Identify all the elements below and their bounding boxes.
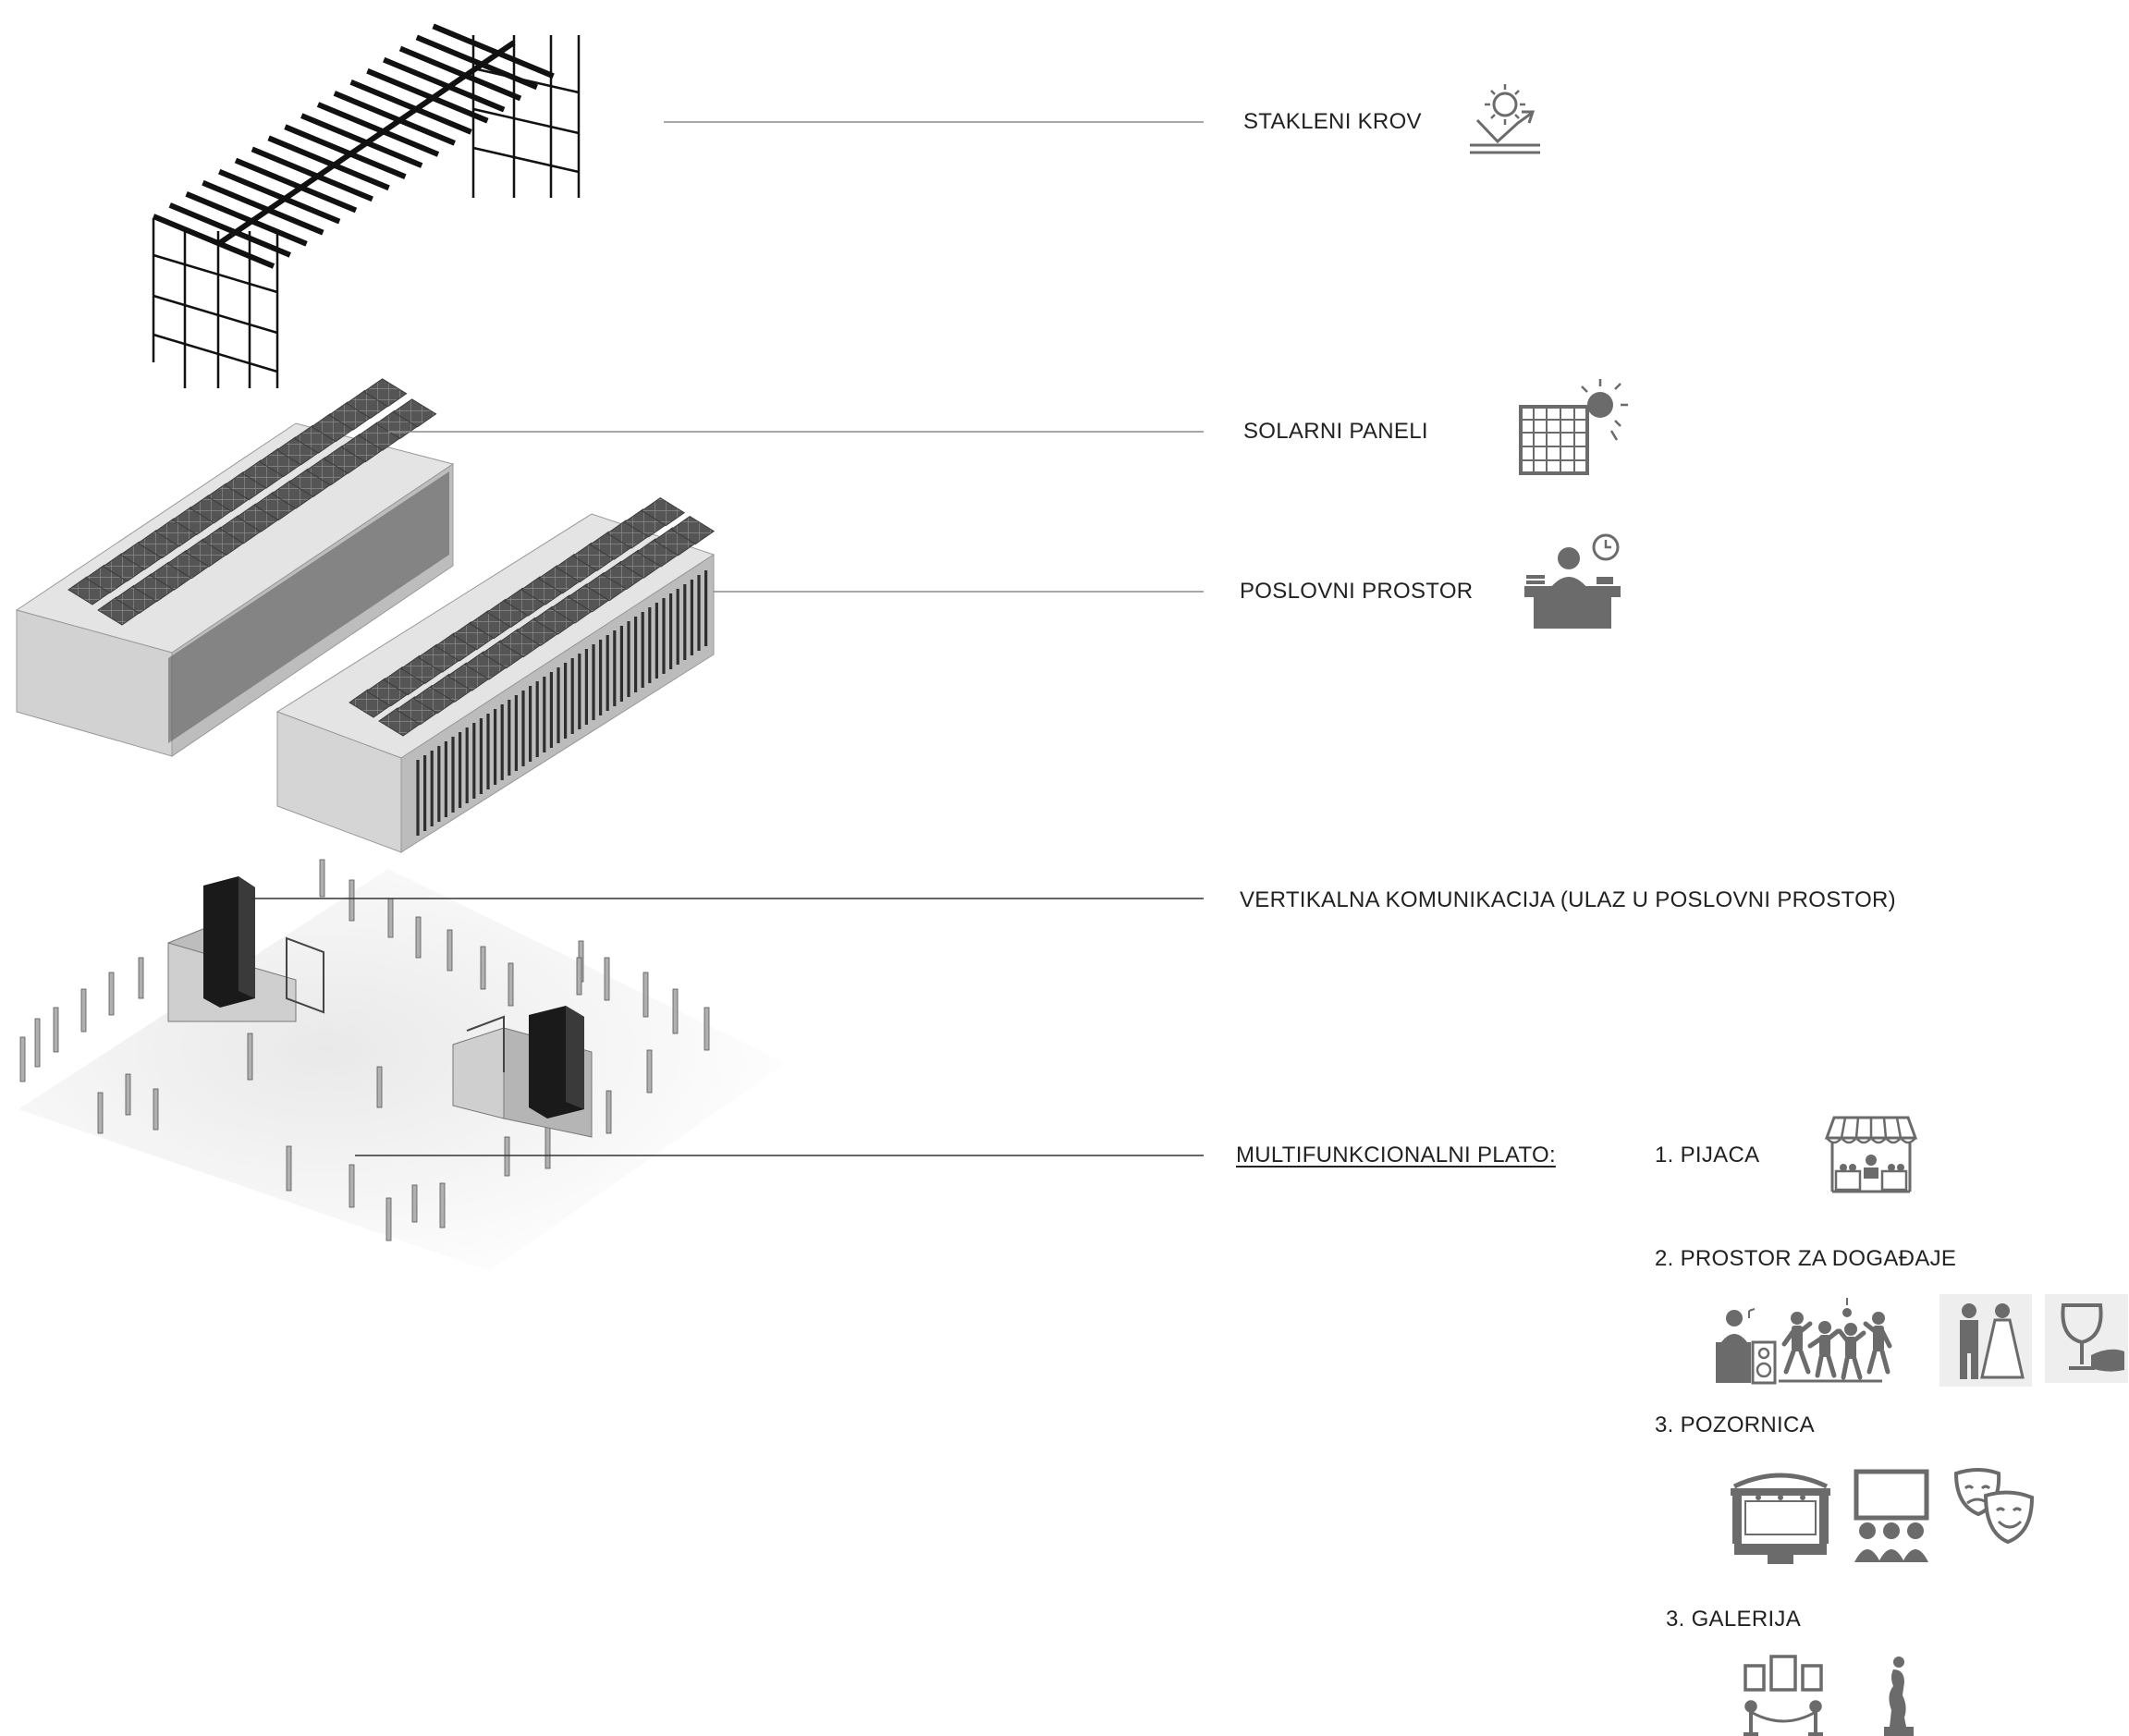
function-label-pijaca: 1. PIJACA bbox=[1655, 1143, 1760, 1168]
glass-roof-sun-icon bbox=[1470, 84, 1540, 154]
wine-glass-icon bbox=[2045, 1294, 2128, 1383]
wedding-couple-icon bbox=[1939, 1294, 2032, 1387]
market-stall-icon bbox=[1824, 1116, 1918, 1193]
dj-icon bbox=[1716, 1308, 1777, 1385]
solar-panel-sun-icon bbox=[1519, 379, 1628, 475]
leader-lines bbox=[251, 121, 1204, 1156]
office-building-left bbox=[15, 378, 455, 757]
picture-frames-icon bbox=[1744, 1655, 1823, 1736]
label-stakleni-krov: STAKLENI KROV bbox=[1243, 109, 1422, 134]
statue-icon bbox=[1884, 1657, 1914, 1736]
solar-panels-right bbox=[349, 497, 716, 737]
label-poslovni-prostor: POSLOVNI PROSTOR bbox=[1240, 579, 1474, 604]
office-building-right bbox=[275, 497, 716, 853]
cinema-icon bbox=[1854, 1469, 1929, 1562]
label-vertikalna-komunikacija: VERTIKALNA KOMUNIKACIJA (ULAZ U POSLOVNI… bbox=[1240, 887, 1896, 912]
office-desk-icon bbox=[1524, 533, 1621, 629]
label-solarni-paneli: SOLARNI PANELI bbox=[1243, 419, 1428, 444]
function-label-pozornica: 3. POZORNICA bbox=[1655, 1412, 1815, 1437]
function-label-galerija: 3. GALERIJA bbox=[1666, 1607, 1802, 1632]
concert-stage-icon bbox=[1731, 1473, 1830, 1564]
function-label-dogadjaji: 2. PROSTOR ZA DOGAĐAJE bbox=[1655, 1246, 1957, 1271]
theatre-masks-icon bbox=[1953, 1468, 2035, 1545]
facade-windows-right bbox=[416, 570, 708, 836]
multifunctional-plaza bbox=[18, 859, 786, 1271]
dancing-crowd-icon bbox=[1779, 1298, 1892, 1383]
glass-roof-structure bbox=[152, 23, 581, 388]
solar-panels-left bbox=[67, 378, 437, 626]
plaza-columns bbox=[19, 859, 710, 1241]
label-multifunkcionalni-plato: MULTIFUNKCIONALNI PLATO: bbox=[1236, 1143, 1556, 1168]
